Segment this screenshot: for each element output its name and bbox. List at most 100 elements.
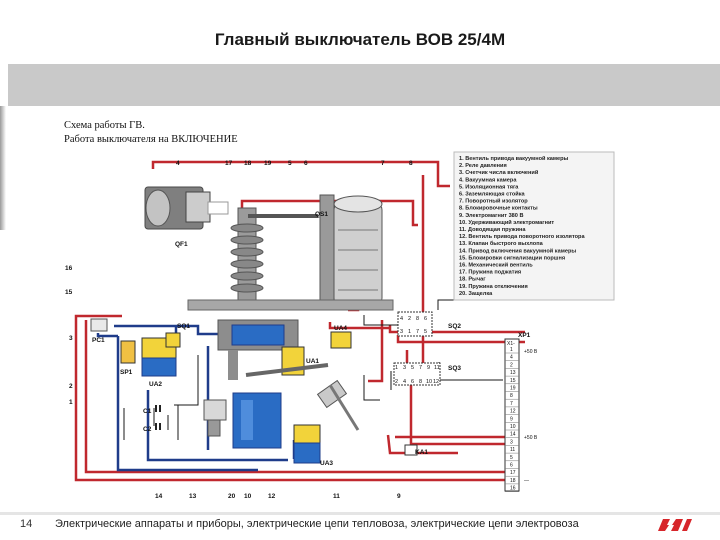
page-title: Главный выключатель ВОВ 25/4М (214, 30, 506, 49)
callout-7: 7 (381, 160, 385, 167)
caption-line-1: Схема работы ГВ. (64, 120, 145, 131)
sq3-contact: 1 (395, 365, 398, 371)
label-sq3: SQ3 (448, 365, 461, 372)
legend-item: 17. Пружина поджатия (459, 270, 521, 276)
terminal-row-number: 3 (510, 439, 513, 445)
legend-item: 6. Заземляющая стойка (459, 191, 526, 198)
callout-8: 8 (409, 160, 413, 167)
callout-2: 2 (69, 383, 73, 390)
sq3-contact: 2 (395, 379, 398, 385)
legend-item: 12. Вентиль привода поворотного изолятор… (459, 234, 585, 240)
legend-item: 18. Рычаг (459, 277, 486, 283)
terminal-plus50-bottom: +50 В (524, 435, 538, 441)
label-sq1: SQ1 (177, 323, 190, 330)
label-ua2: UA2 (149, 381, 162, 388)
terminal-row-number: 5 (510, 455, 513, 461)
callout-18: 18 (244, 160, 252, 167)
terminal-row-number: 18 (510, 478, 516, 484)
terminal-row-number: 1 (510, 347, 513, 353)
legend-item: 11. Доводящая пружина (459, 227, 526, 233)
caption-line-2: Работа выключателя на ВКЛЮЧЕНИЕ (64, 134, 238, 145)
label-ua1: UA1 (306, 358, 319, 365)
page-number: 14 (20, 518, 33, 530)
terminal-row-number: 6 (510, 463, 513, 469)
terminal-row-number: 14 (510, 432, 516, 438)
label-c1: C1 (143, 408, 152, 415)
legend-item: 2. Реле давления (459, 163, 507, 169)
legend-item: 1. Вентиль привода вакуумной камеры (459, 155, 569, 162)
legend-item: 7. Поворотный изолятор (459, 198, 528, 205)
legend-item: 20. Защелка (459, 291, 493, 297)
legend-item: 15. Блокировки сигнализации поршня (459, 255, 565, 261)
callout-16: 16 (65, 265, 73, 272)
terminal-minus: — (524, 478, 529, 484)
callout-9: 9 (397, 493, 401, 500)
terminal-row-number: 16 (510, 486, 516, 492)
callout-1: 1 (69, 399, 73, 406)
legend-item: 19. Пружина отключения (459, 284, 528, 290)
sq2-contact: 7 (416, 329, 419, 335)
callout-15: 15 (65, 289, 73, 296)
label-ua3: UA3 (320, 460, 333, 467)
legend-item: 3. Счетчик числа включений (459, 169, 539, 176)
label-qf1: QF1 (175, 241, 188, 248)
label-sp1: SP1 (120, 369, 133, 376)
label-ka1: KA1 (415, 449, 428, 456)
terminal-plus50-top: +50 В (524, 349, 538, 355)
sq3-contact: 6 (411, 379, 414, 385)
sq2-contact: 1 (408, 329, 411, 335)
terminal-row-number: 19 (510, 386, 516, 392)
callout-5: 5 (288, 160, 292, 167)
legend-item: 13. Клапан быстрого выхлопа (459, 240, 544, 247)
terminal-row-number: 9 (510, 416, 513, 422)
legend-item: 4. Вакуумная камера (459, 177, 517, 183)
footer-text: Электрические аппараты и приборы, электр… (55, 518, 579, 530)
sq3-contact: 10 (426, 379, 432, 385)
terminal-row-number: 11 (510, 447, 515, 453)
rzd-logo (658, 519, 692, 531)
terminal-row-number: 15 (510, 378, 516, 384)
label-xp1: XP1 (518, 332, 531, 339)
title-strip (8, 64, 720, 106)
terminal-head: X1- (507, 341, 515, 347)
legend-item: 10. Удерживающий электромагнит (459, 219, 554, 226)
sq3-contact: 9 (427, 365, 430, 371)
terminal-row-number: 4 (510, 355, 513, 361)
sq2-contact: 2 (408, 316, 411, 322)
sq3-contact: 11 (434, 365, 440, 371)
callout-11: 11 (333, 493, 340, 500)
terminal-row-number: 17 (510, 470, 516, 476)
terminal-row-number: 13 (510, 370, 516, 376)
terminal-row-number: 8 (510, 393, 513, 399)
legend-item: 8. Блокировочные контакты (459, 206, 538, 212)
sq3-contact: 5 (411, 365, 414, 371)
callout-4: 4 (176, 160, 180, 167)
legend-item: 9. Электромагнит 380 В (459, 213, 524, 219)
callout-20: 20 (228, 493, 236, 500)
sq3-contact: 3 (403, 365, 406, 371)
callout-13: 13 (189, 493, 197, 500)
callout-17: 17 (225, 160, 233, 167)
legend-item: 5. Изоляционная тяга (459, 184, 519, 190)
callout-12: 12 (268, 493, 276, 500)
terminal-row-number: 7 (510, 401, 513, 407)
left-shadow (0, 106, 6, 230)
label-ua4: UA4 (334, 325, 347, 332)
sq3-contact: 7 (419, 365, 422, 371)
sq2-contact: 6 (424, 316, 427, 322)
sq3-contact: 8 (419, 379, 422, 385)
callout-6: 6 (304, 160, 308, 167)
label-c2: C2 (143, 426, 152, 433)
footer-divider (0, 512, 720, 515)
callout-19: 19 (264, 160, 272, 167)
sq2-contact: 5 (424, 329, 427, 335)
sq2-contact: 8 (416, 316, 419, 322)
terminal-row-number: 2 (510, 362, 513, 368)
legend-item: 16. Механический вентиль (459, 262, 533, 269)
breaker-diagram: QS1 QF1 SQ1 SQ2 SQ3 UA1 UA2 UA3 UA4 PC1 … (65, 151, 615, 500)
callout-3: 3 (69, 335, 73, 342)
terminal-row-number: 12 (510, 409, 516, 415)
label-sq2: SQ2 (448, 323, 461, 330)
legend-item: 14. Привод включения вакуумной камеры (459, 247, 576, 254)
